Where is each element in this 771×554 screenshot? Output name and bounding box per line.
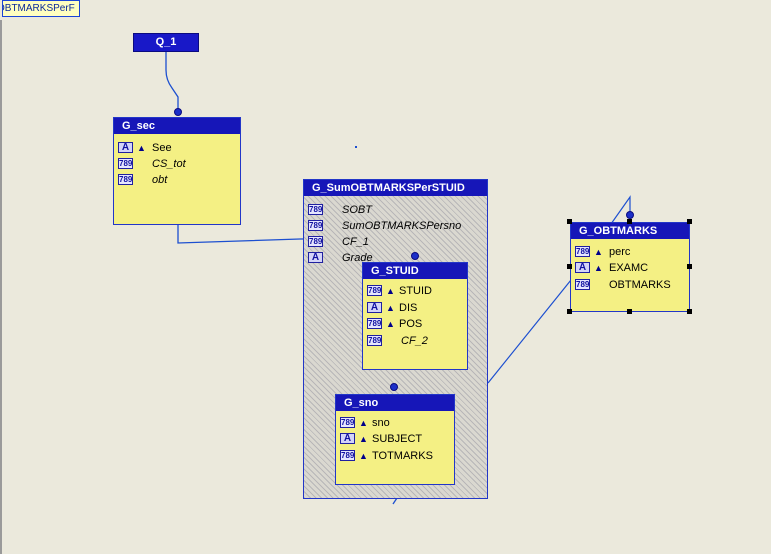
number-type-icon: 789 [575, 246, 590, 257]
link-dot[interactable] [626, 211, 634, 219]
link-dot[interactable] [390, 383, 398, 391]
item-name: CF_2 [401, 335, 428, 347]
canvas-left-edge [0, 20, 2, 554]
break-arrow-icon: ▲ [359, 418, 368, 428]
number-type-icon: 789 [575, 279, 590, 290]
item-name: STUID [399, 285, 432, 297]
text-type-icon: A [367, 302, 382, 313]
wire-q1-to-gsec [165, 52, 179, 112]
group-title: G_sec [114, 118, 240, 134]
item-name: CS_tot [152, 158, 186, 170]
item-name: SOBT [342, 204, 372, 216]
break-arrow-icon: ▲ [386, 286, 395, 296]
item-name: sno [372, 417, 390, 429]
group-g-obtmarks[interactable]: G_OBTMARKS 789 ▲ perc A ▲ EXAMC 789 OBTM… [570, 222, 690, 312]
resize-handle[interactable] [687, 219, 692, 224]
link-dot[interactable] [411, 252, 419, 260]
number-type-icon: 789 [308, 220, 323, 231]
item-name: SUBJECT [372, 433, 423, 445]
item-name: OBTMARKS [609, 279, 671, 291]
text-type-icon: A [575, 262, 590, 273]
break-arrow-icon: ▲ [594, 247, 603, 257]
item-name: See [152, 142, 172, 154]
item-name: SumOBTMARKSPersno [342, 220, 462, 232]
group-title: G_STUID [363, 263, 467, 279]
link-dot[interactable] [174, 108, 182, 116]
break-arrow-icon: ▲ [137, 143, 146, 153]
number-type-icon: 789 [367, 285, 382, 296]
break-arrow-icon: ▲ [594, 263, 603, 273]
number-type-icon: 789 [118, 174, 133, 185]
resize-handle[interactable] [567, 264, 572, 269]
group-g-sec[interactable]: G_sec A ▲ See 789 CS_tot 789 obt [113, 117, 241, 225]
number-type-icon: 789 [340, 417, 355, 428]
group-title: G_SumOBTMARKSPerSTUID [304, 180, 487, 196]
report-tab[interactable]: OBTMARKSPerF [2, 0, 80, 17]
number-type-icon: 789 [308, 236, 323, 247]
item-name: POS [399, 318, 423, 330]
canvas-speck [355, 146, 357, 148]
group-title: G_sno [336, 395, 454, 411]
number-type-icon: 789 [340, 450, 355, 461]
group-title: G_OBTMARKS [571, 223, 689, 239]
item-name: Grade [342, 252, 373, 264]
number-type-icon: 789 [118, 158, 133, 169]
text-type-icon: A [118, 142, 133, 153]
break-arrow-icon: ▲ [359, 434, 368, 444]
text-type-icon: A [340, 433, 355, 444]
item-name: perc [609, 246, 631, 258]
resize-handle[interactable] [687, 309, 692, 314]
text-type-icon: A [308, 252, 323, 263]
break-arrow-icon: ▲ [386, 303, 395, 313]
resize-handle[interactable] [627, 309, 632, 314]
number-type-icon: 789 [308, 204, 323, 215]
number-type-icon: 789 [367, 335, 382, 346]
group-g-stuid[interactable]: G_STUID 789 ▲ STUID A ▲ DIS 789 ▲ POS 78… [362, 262, 468, 370]
item-name: CF_1 [342, 236, 369, 248]
resize-handle[interactable] [567, 219, 572, 224]
resize-handle[interactable] [687, 264, 692, 269]
item-name: DIS [399, 302, 418, 314]
break-arrow-icon: ▲ [359, 451, 368, 461]
query-q1[interactable]: Q_1 [133, 33, 199, 52]
resize-handle[interactable] [567, 309, 572, 314]
item-name: EXAMC [609, 262, 649, 274]
wire-stub [392, 497, 398, 505]
resize-handle[interactable] [627, 219, 632, 224]
item-name: TOTMARKS [372, 450, 433, 462]
number-type-icon: 789 [367, 318, 382, 329]
group-g-sno[interactable]: G_sno 789 ▲ sno A ▲ SUBJECT 789 ▲ TOTMAR… [335, 394, 455, 485]
item-name: obt [152, 174, 168, 186]
break-arrow-icon: ▲ [386, 319, 395, 329]
